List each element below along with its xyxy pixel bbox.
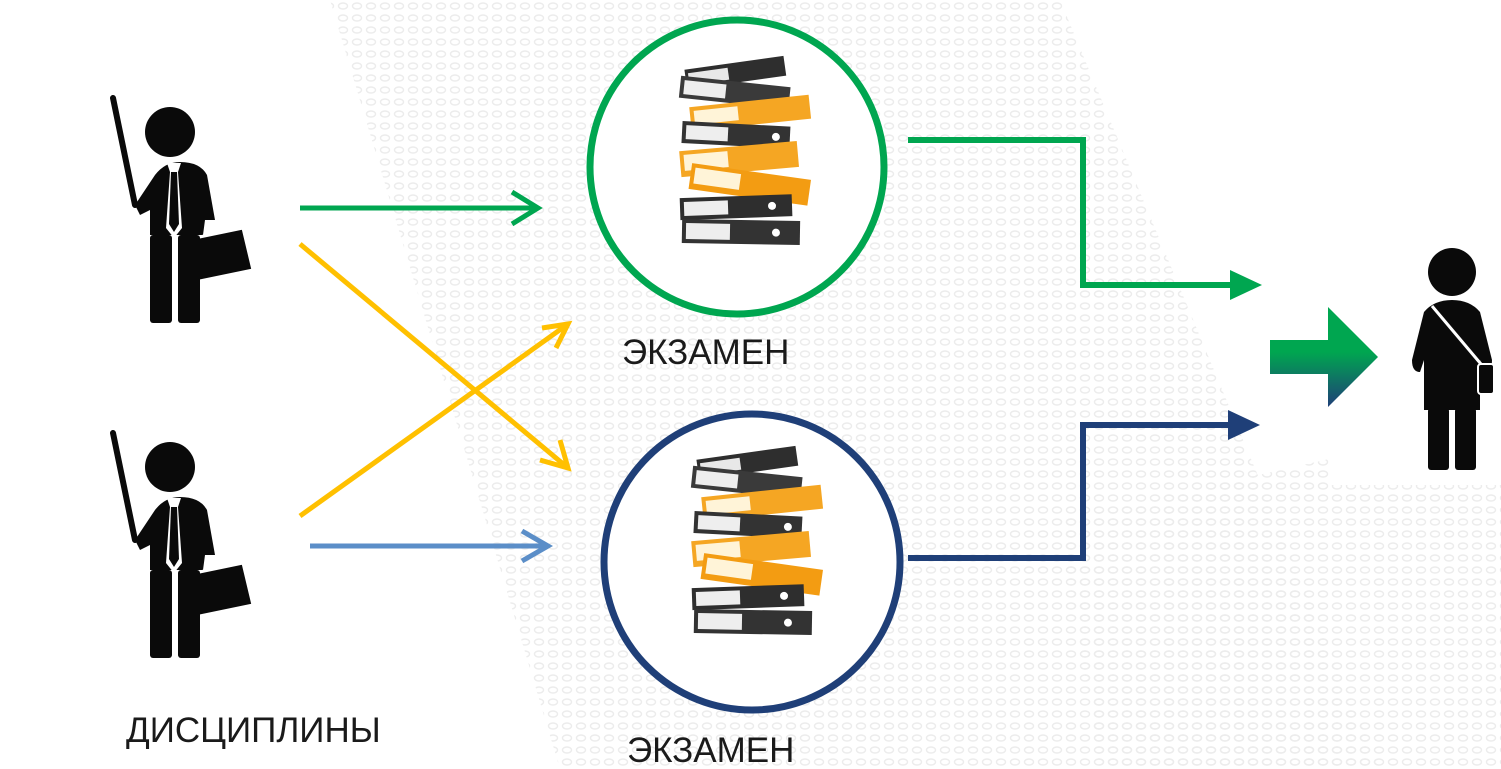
block-arrow-right-icon xyxy=(1270,307,1378,407)
dotted-background-lower xyxy=(1060,420,1501,769)
connector-exam1-to-student xyxy=(908,137,1250,288)
arrowhead-lightblue xyxy=(520,528,554,564)
exam-label-bottom: ЭКЗАМЕН xyxy=(627,731,795,769)
connector-exam2-to-student xyxy=(908,422,1248,561)
connector-arrowhead-green xyxy=(1230,270,1262,300)
exam-label-top: ЭКЗАМЕН xyxy=(622,333,790,372)
arrow-teacher2-to-exam1 xyxy=(298,321,570,519)
teacher-top-icon xyxy=(113,98,253,323)
arrowhead-yellow-up xyxy=(541,320,573,350)
disciplines-label: ДИСЦИПЛИНЫ xyxy=(126,711,381,750)
teacher-bottom-icon xyxy=(113,433,253,658)
arrowhead-green xyxy=(510,189,543,227)
arrow-teacher1-to-exam2 xyxy=(298,242,570,470)
arrowhead-yellow-down xyxy=(539,439,572,472)
connector-arrowhead-navy xyxy=(1228,410,1260,440)
